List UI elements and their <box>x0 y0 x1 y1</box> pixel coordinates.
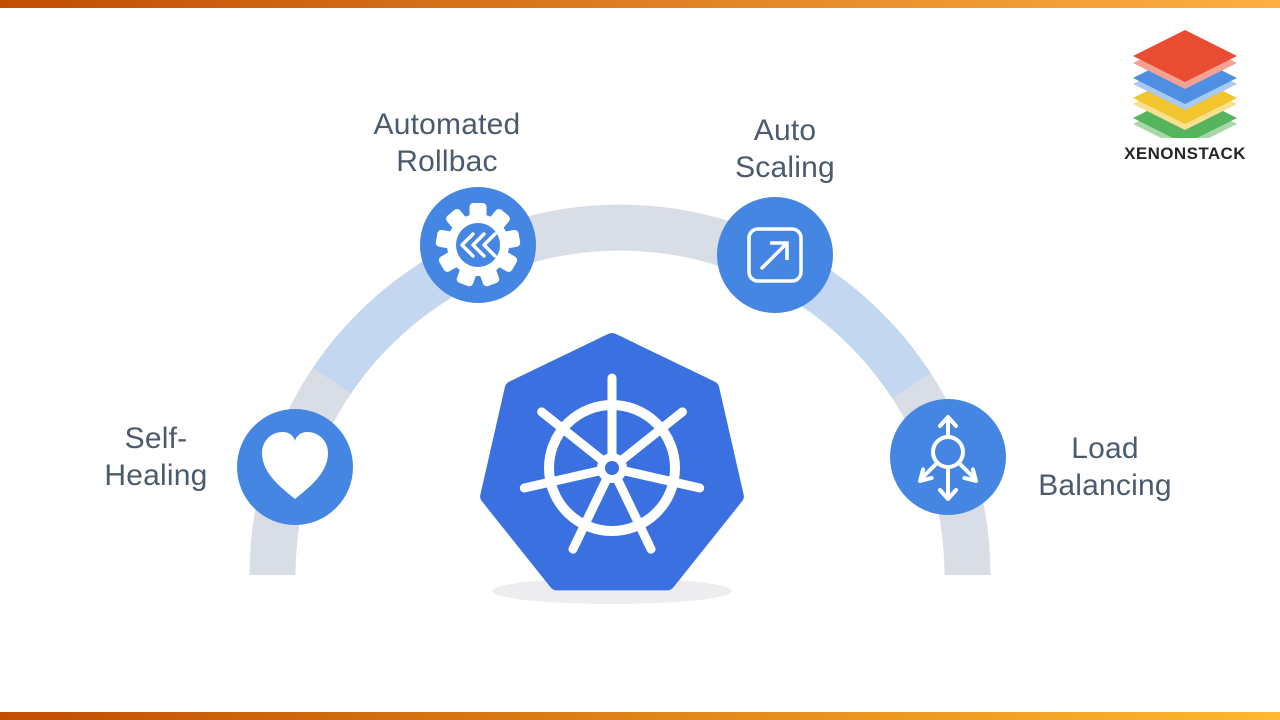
load-balancer-arrows-icon <box>918 415 978 501</box>
kubernetes-logo <box>480 333 744 591</box>
feature-label-load-balancing: Load Balancing <box>1038 432 1172 502</box>
kubernetes-wheel-rim <box>544 400 680 536</box>
top-accent-bar <box>0 0 1280 8</box>
feature-node-automated-rollback <box>420 187 536 303</box>
load-balancing-circle <box>890 399 1006 515</box>
scale-up-arrow-icon <box>747 227 803 283</box>
xenonstack-stacked-layers-icon <box>1133 30 1237 138</box>
feature-label-self-healing: Self-Healing <box>104 422 208 492</box>
xenonstack-wordmark: XENONSTACK <box>1124 144 1246 163</box>
feature-node-auto-scaling <box>717 197 833 313</box>
feature-node-self-healing <box>237 409 353 525</box>
feature-label-auto-scaling: Auto Scaling <box>735 114 835 184</box>
feature-label-automated-rollback: Automated Rollbac <box>373 108 521 178</box>
arc-highlight-right <box>796 264 931 399</box>
feature-node-load-balancing <box>890 399 1006 515</box>
rollback-gear-icon <box>435 203 521 287</box>
kubernetes-wheel-hub-hole <box>605 461 619 475</box>
heart-icon <box>262 432 328 499</box>
xenonstack-brand: XENONSTACK <box>1118 30 1252 164</box>
bottom-accent-bar <box>0 712 1280 720</box>
